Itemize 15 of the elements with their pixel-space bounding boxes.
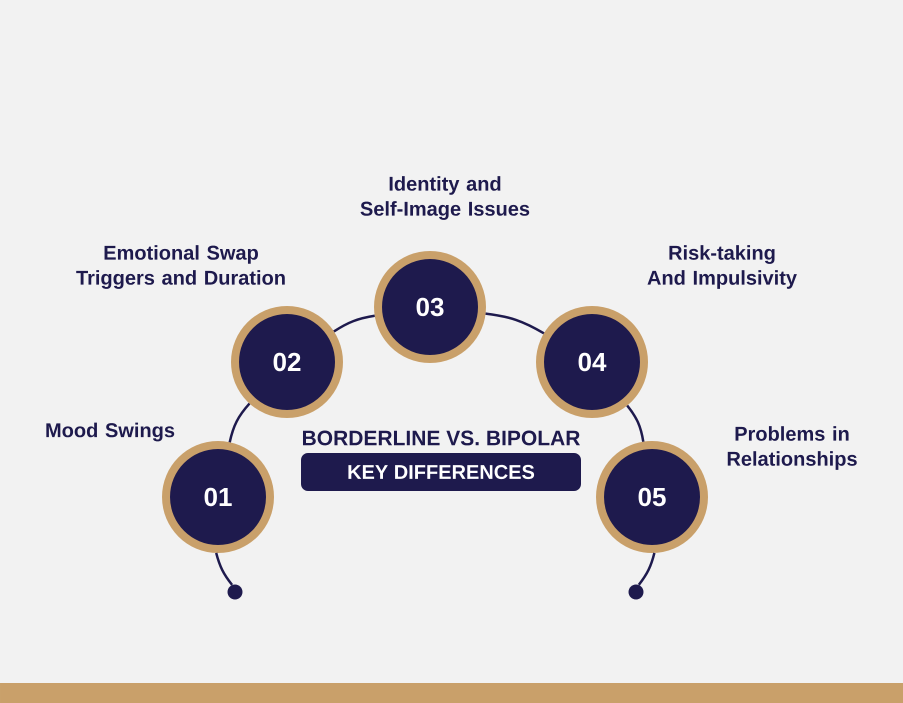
arc-connector	[333, 314, 375, 333]
step-label: Problems in Relationships	[728, 426, 857, 470]
arc-connector	[228, 402, 250, 443]
step-label: Emotional Swap Triggers and Duration	[76, 245, 285, 289]
arc-connector	[214, 552, 234, 586]
step-label: Mood Swings	[46, 422, 174, 442]
arc-connector	[485, 312, 544, 334]
heading-pill: KEY DIFFERENCES	[301, 453, 581, 491]
arc-connector	[638, 552, 656, 586]
end-dot	[228, 584, 242, 600]
step-label: Identity and Self-Image Issues	[360, 176, 530, 220]
step-label: Risk-taking And Impulsivity	[648, 245, 797, 289]
title: BORDERLINE VS. BIPOLAR	[303, 430, 580, 446]
end-dot	[628, 584, 644, 600]
arc-connector	[626, 404, 645, 442]
